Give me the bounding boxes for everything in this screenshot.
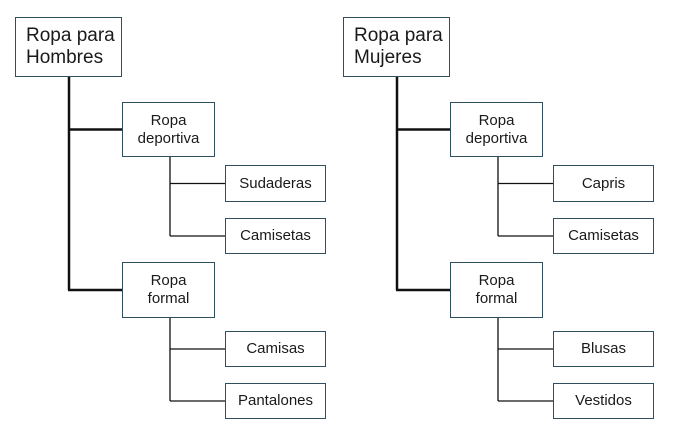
category-node: Ropa deportiva — [450, 102, 543, 157]
category-node-label: Ropa formal — [475, 272, 518, 307]
item-node: Sudaderas — [225, 165, 326, 202]
root-node: Ropa para Hombres — [15, 17, 122, 77]
item-node-label: Camisetas — [568, 227, 639, 244]
item-node: Vestidos — [553, 383, 654, 419]
item-node: Blusas — [553, 331, 654, 367]
category-node-label: Ropa deportiva — [465, 111, 528, 147]
item-node-label: Camisas — [246, 340, 305, 357]
category-node: Ropa deportiva — [122, 102, 215, 157]
category-node: Ropa formal — [122, 262, 215, 318]
item-node-label: Pantalones — [237, 392, 314, 409]
item-node: Camisas — [225, 331, 326, 367]
item-node-label: Blusas — [580, 340, 627, 357]
item-node-label: Capris — [581, 174, 626, 192]
item-node: Camisetas — [225, 218, 326, 254]
root-node: Ropa para Mujeres — [343, 17, 450, 77]
item-node: Camisetas — [553, 218, 654, 254]
item-node-label: Sudaderas — [239, 174, 312, 192]
item-node: Capris — [553, 165, 654, 202]
root-node-label: Ropa para Mujeres — [354, 25, 443, 68]
category-node-label: Ropa deportiva — [137, 111, 200, 147]
item-node: Pantalones — [225, 383, 326, 419]
item-node-label: Camisetas — [240, 227, 311, 244]
category-node-label: Ropa formal — [147, 272, 190, 307]
category-node: Ropa formal — [450, 262, 543, 318]
item-node-label: Vestidos — [575, 392, 632, 409]
root-node-label: Ropa para Hombres — [26, 25, 115, 68]
